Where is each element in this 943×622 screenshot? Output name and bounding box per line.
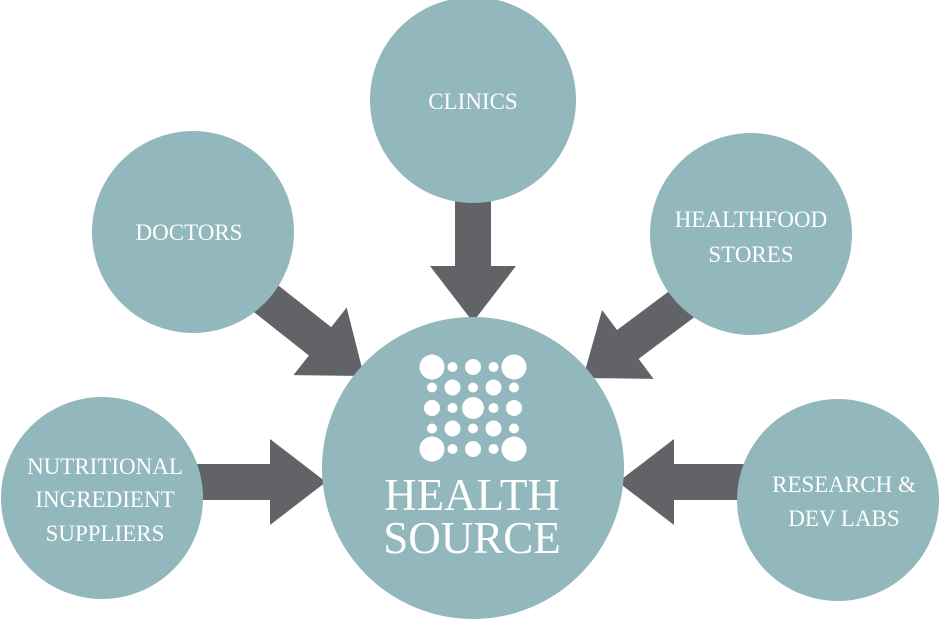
logo-dot (485, 379, 502, 396)
node-label-healthfood-2: STORES (708, 242, 793, 267)
arrow-clinics-icon (430, 190, 516, 322)
arrow-doctors-icon (243, 275, 364, 376)
logo-dot (468, 382, 478, 393)
dot-grid-logo-icon (419, 354, 527, 462)
node-health-source (322, 317, 624, 619)
logo-dot (427, 423, 437, 434)
center-title-line1: HEALTH (384, 470, 560, 520)
logo-dot (447, 362, 458, 372)
node-label-healthfood-1: HEALTHFOOD (675, 207, 828, 232)
node-label-doctors: DOCTORS (136, 220, 243, 245)
node-research (737, 399, 939, 601)
logo-dot (444, 420, 461, 437)
node-label-nutritional-3: SUPPLIERS (46, 521, 165, 546)
logo-dot (427, 382, 437, 393)
center-title-line2: SOURCE (383, 513, 561, 563)
logo-dot (447, 403, 458, 413)
logo-dot (501, 354, 527, 380)
logo-dot (468, 423, 478, 434)
logo-dot (465, 359, 481, 375)
node-nutritional (1, 397, 203, 599)
logo-dot (509, 382, 519, 393)
node-label-nutritional-1: NUTRITIONAL (27, 454, 183, 479)
logo-dot (419, 354, 445, 380)
arrow-nutritional-icon (195, 439, 326, 525)
node-label-clinics: CLINICS (428, 89, 517, 114)
node-label-research-2: DEV LABS (788, 506, 899, 531)
node-doctors (92, 131, 294, 333)
logo-dot (447, 444, 458, 454)
logo-dot (485, 420, 502, 437)
node-healthfood (650, 133, 852, 335)
logo-dot (419, 436, 445, 462)
logo-dot (509, 423, 519, 434)
logo-dot (462, 397, 484, 419)
logo-dot (444, 379, 461, 396)
logo-dot (488, 403, 499, 413)
node-clinics (370, 0, 576, 203)
logo-dot (501, 436, 527, 462)
logo-dot (424, 400, 440, 416)
logo-dot (488, 444, 499, 454)
node-label-research-1: RESEARCH & (772, 472, 916, 497)
logo-dot (488, 362, 499, 372)
logo-dot (465, 441, 481, 457)
node-label-nutritional-2: INGREDIENT (35, 487, 174, 512)
arrow-research-icon (618, 439, 750, 525)
logo-dot (506, 400, 522, 416)
